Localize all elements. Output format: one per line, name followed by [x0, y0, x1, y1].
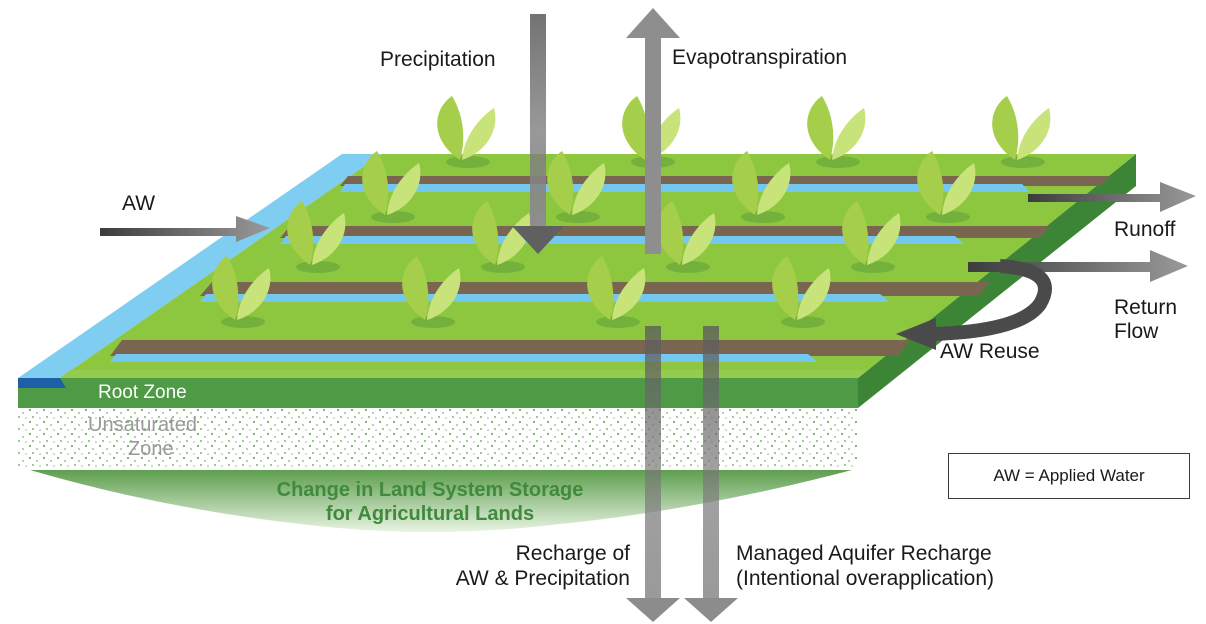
root-zone-label: Root Zone — [98, 382, 187, 403]
crop-plant — [587, 256, 646, 328]
crop-plant — [212, 256, 271, 328]
aw-reuse-arrow — [896, 259, 1052, 350]
applied-water-inflow-arrow — [100, 216, 270, 242]
managed-aquifer-recharge-arrow — [684, 326, 738, 622]
unsaturated-zone-label-line2: Zone — [128, 438, 174, 460]
crop-plants — [212, 96, 1051, 328]
crop-plant — [362, 151, 421, 223]
return-flow-label-line1: Return — [1114, 296, 1178, 319]
crop-plant — [287, 201, 346, 273]
crop-plant — [917, 151, 976, 223]
mar-label-line1: Managed Aquifer Recharge — [736, 542, 992, 565]
runoff-arrow — [1028, 182, 1196, 212]
canal — [18, 154, 382, 378]
crop-plant — [992, 96, 1051, 168]
evapotranspiration-label: Evapotranspiration — [672, 46, 848, 69]
storage-title-line1: Change in Land System Storage — [276, 479, 584, 501]
crop-plant — [732, 151, 791, 223]
evapotranspiration-arrow — [626, 8, 680, 254]
storage-title-line2: for Agricultural Lands — [325, 503, 535, 525]
aw-reuse-label: AW Reuse — [940, 340, 1040, 363]
crop-plant — [842, 201, 901, 273]
unsaturated-zone-label-line1: Unsaturated — [88, 414, 197, 436]
crop-plant — [657, 201, 716, 273]
legend-text: AW = Applied Water — [993, 466, 1145, 485]
canal-edge — [18, 378, 66, 388]
mar-label-line2: (Intentional overapplication) — [736, 567, 994, 590]
aw-inflow-label: AW — [122, 192, 156, 215]
runoff-label: Runoff — [1114, 218, 1176, 241]
crop-plant — [437, 96, 496, 168]
return-flow-label-line2: Flow — [1114, 320, 1159, 343]
precipitation-arrow — [512, 14, 564, 254]
crop-plant — [772, 256, 831, 328]
crop-plant — [807, 96, 866, 168]
legend-box: AW = Applied Water — [948, 453, 1190, 499]
return-flow-arrow — [968, 250, 1188, 282]
recharge-label-line1: Recharge of — [515, 542, 630, 565]
precipitation-label: Precipitation — [380, 48, 496, 71]
crop-plant — [402, 256, 461, 328]
recharge-label-line2: AW & Precipitation — [455, 567, 630, 590]
crop-plant — [547, 151, 606, 223]
recharge-arrow — [626, 326, 680, 622]
